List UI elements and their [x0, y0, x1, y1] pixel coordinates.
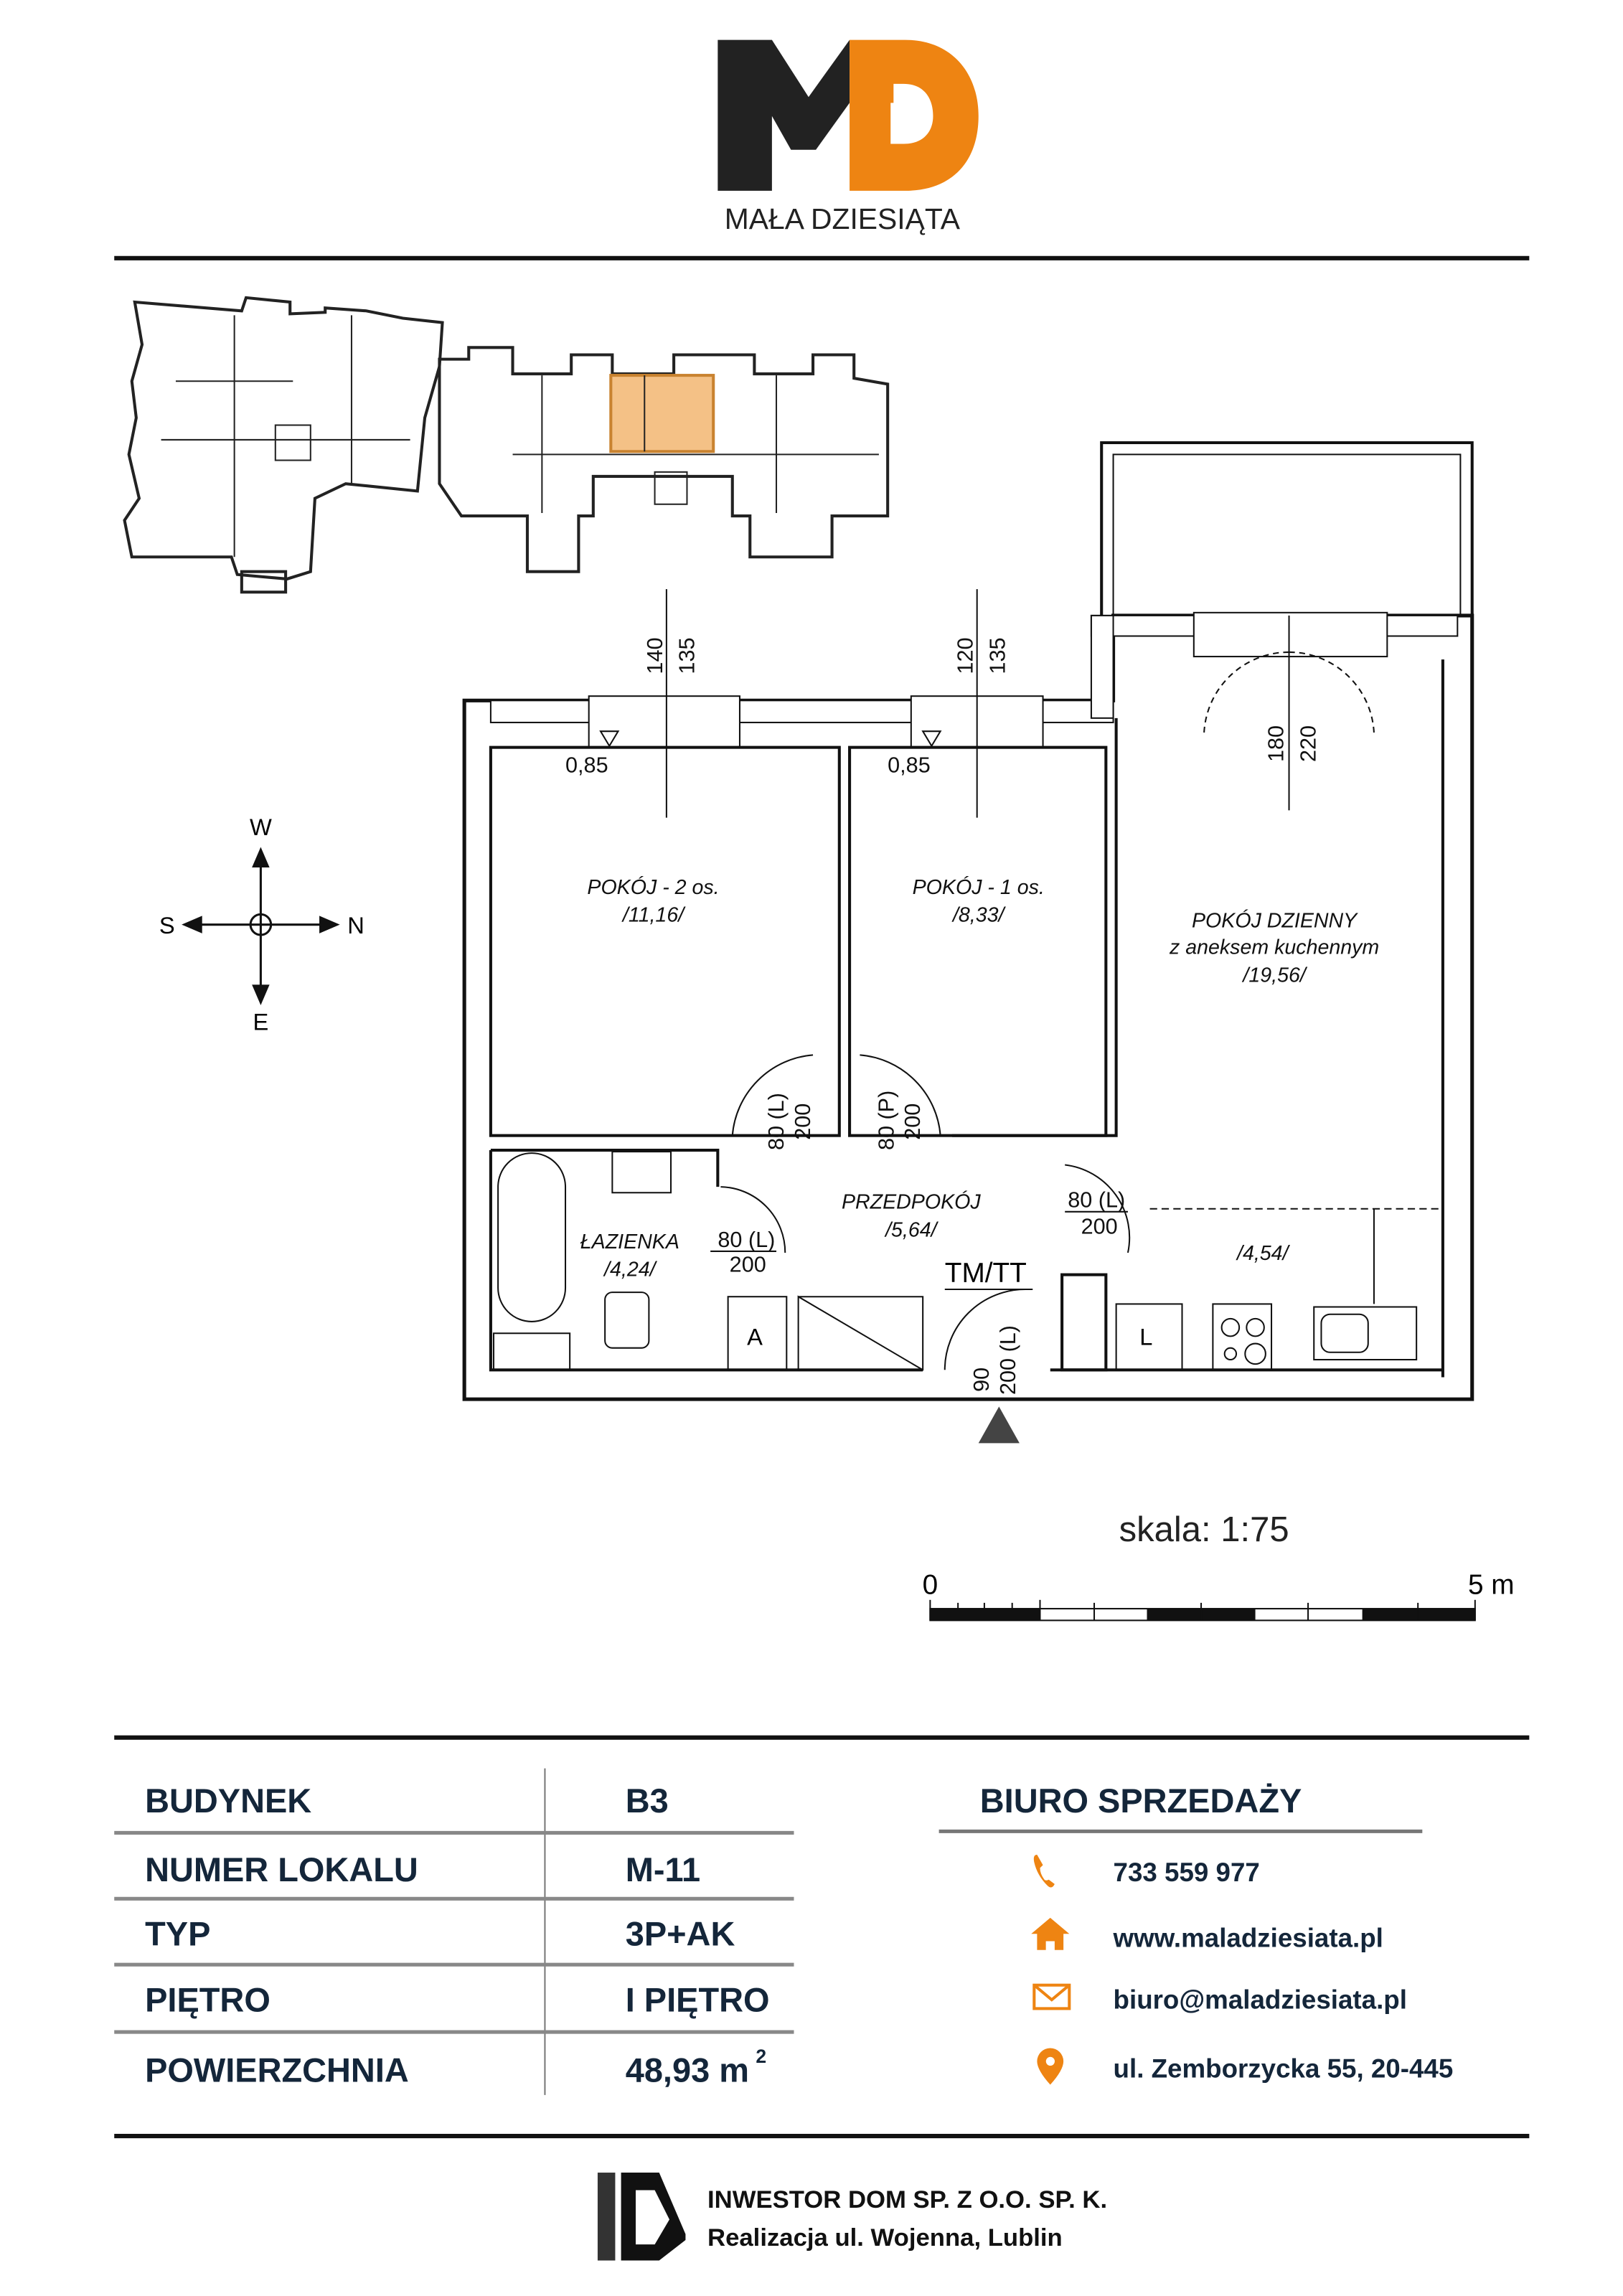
kitchen-area: /4,54/	[1236, 1242, 1291, 1265]
apartment-details-table: BUDYNEK B3 NUMER LOKALU M-11 TYP 3P+AK P…	[114, 1768, 794, 2095]
entry-door-width: 90	[969, 1368, 994, 1392]
brand-name: MAŁA DZIESIĄTA	[725, 202, 961, 235]
room-2-name: POKÓJ - 1 os.	[913, 875, 1045, 899]
living-room-name: POKÓJ DZIENNY	[1192, 909, 1358, 933]
sales-office: BIURO SPRZEDAŻY 733 559 977 www.maladzie…	[938, 1782, 1454, 2085]
door-4-height: 200	[1081, 1214, 1118, 1238]
detail-label-unit: NUMER LOKALU	[145, 1850, 418, 1888]
window-1-sill: 0,85	[565, 753, 608, 777]
tmtt-label: TM/TT	[945, 1258, 1027, 1289]
detail-label-floor: PIĘTRO	[145, 1980, 270, 2018]
detail-label-area: POWIERZCHNIA	[145, 2051, 409, 2089]
scale-label: skala: 1:75	[1119, 1510, 1289, 1549]
room-1-area: /11,16/	[621, 904, 686, 927]
room-2-area: /8,33/	[951, 904, 1007, 927]
compass-w: W	[250, 814, 272, 840]
scale-bar: skala: 1:75 0 5 m	[923, 1510, 1515, 1622]
scale-end: 5 m	[1468, 1570, 1515, 1601]
sales-address: ul. Zemborzycka 55, 20-445	[1114, 2053, 1454, 2083]
living-room-sub: z aneksem kuchennym	[1169, 936, 1379, 959]
detail-label-building: BUDYNEK	[145, 1782, 311, 1820]
brand-logo: MAŁA DZIESIĄTA	[718, 39, 979, 235]
detail-value-floor: I PIĘTRO	[626, 1980, 770, 2018]
door-3-width: 80 (L)	[718, 1228, 775, 1252]
balcony-door-height: 220	[1296, 725, 1320, 762]
detail-label-type: TYP	[145, 1915, 210, 1953]
footer-company: INWESTOR DOM SP. Z O.O. SP. K.	[707, 2186, 1107, 2213]
compass: W S N E	[159, 814, 364, 1035]
door-2-width: 80 (P)	[874, 1091, 898, 1150]
email-icon	[1032, 1983, 1071, 2010]
living-room-area: /19,56/	[1241, 964, 1307, 987]
room-1-name: POKÓJ - 2 os.	[587, 875, 719, 899]
balcony-door-width: 180	[1264, 725, 1288, 762]
appliance-a-label: A	[747, 1324, 763, 1350]
footer: INWESTOR DOM SP. Z O.O. SP. K. Realizacj…	[597, 2173, 1107, 2261]
door-1-height: 200	[791, 1104, 815, 1140]
investor-logo	[597, 2173, 686, 2261]
phone-icon	[1033, 1855, 1055, 1888]
entry-door-height: 200 (L)	[996, 1325, 1020, 1395]
window-1-width: 140	[643, 637, 667, 674]
entrance-arrow-icon	[978, 1406, 1020, 1444]
hallway-area: /5,64/	[884, 1219, 939, 1242]
home-icon	[1031, 1917, 1070, 1950]
sales-phone[interactable]: 733 559 977	[1114, 1858, 1260, 1887]
compass-n: N	[347, 912, 364, 938]
detail-value-type: 3P+AK	[626, 1915, 735, 1953]
apartment-floor-plan: POKÓJ - 2 os. /11,16/ POKÓJ - 1 os. /8,3…	[462, 441, 1474, 1444]
bathroom-area: /4,24/	[603, 1258, 658, 1281]
compass-s: S	[159, 912, 175, 938]
detail-value-area-sup: 2	[756, 2046, 766, 2067]
window-2-height: 135	[985, 637, 1010, 674]
detail-value-area: 48,93 m	[626, 2051, 749, 2089]
scale-start: 0	[923, 1570, 938, 1601]
door-4-width: 80 (L)	[1068, 1188, 1125, 1213]
sales-website[interactable]: www.maladziesiata.pl	[1113, 1924, 1383, 1953]
logo-d	[850, 39, 979, 191]
bathroom-name: ŁAZIENKA	[580, 1231, 679, 1253]
appliance-l-label: L	[1139, 1324, 1152, 1350]
location-pin-icon	[1037, 2048, 1064, 2085]
compass-e: E	[253, 1009, 268, 1035]
site-key-plan	[123, 296, 890, 594]
window-1-height: 135	[675, 637, 700, 674]
door-2-height: 200	[900, 1104, 925, 1140]
logo-m	[718, 39, 850, 191]
door-1-width: 80 (L)	[764, 1093, 789, 1150]
door-3-height: 200	[730, 1253, 766, 1277]
footer-project: Realizacja ul. Wojenna, Lublin	[707, 2224, 1063, 2252]
window-2-width: 120	[954, 637, 978, 674]
detail-value-unit: M-11	[626, 1850, 700, 1888]
sales-email[interactable]: biuro@maladziesiata.pl	[1114, 1985, 1407, 2014]
detail-value-building: B3	[626, 1782, 669, 1820]
window-2-sill: 0,85	[888, 753, 931, 777]
sales-title: BIURO SPRZEDAŻY	[980, 1782, 1302, 1820]
hallway-name: PRZEDPOKÓJ	[842, 1190, 981, 1214]
